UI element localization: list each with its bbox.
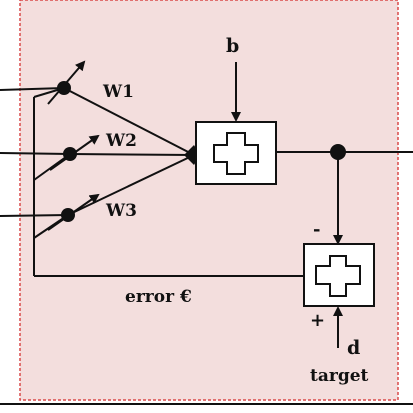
plus-icon <box>213 132 259 175</box>
error-label: error € <box>125 287 192 307</box>
connection-w2 <box>69 153 195 156</box>
bias-label: b <box>226 35 239 57</box>
connection-w1 <box>63 87 195 156</box>
weight-label-w3: W3 <box>105 201 137 221</box>
target-symbol: d <box>347 337 360 359</box>
weight-node-w2 <box>63 147 77 161</box>
plus-sign: + <box>310 310 325 331</box>
weight-node-w1 <box>57 81 71 95</box>
weight-label-w1: W1 <box>102 82 134 102</box>
minus-sign: - <box>313 219 320 240</box>
weight-label-w2: W2 <box>105 131 137 151</box>
input-line-1 <box>0 87 65 91</box>
connection-w3 <box>67 154 195 216</box>
error-branch-w2 <box>33 153 71 181</box>
weight-node-w3 <box>61 208 75 222</box>
error-plus-icon <box>315 255 361 297</box>
diagram-panel <box>19 0 399 401</box>
target-label: target <box>310 366 369 386</box>
